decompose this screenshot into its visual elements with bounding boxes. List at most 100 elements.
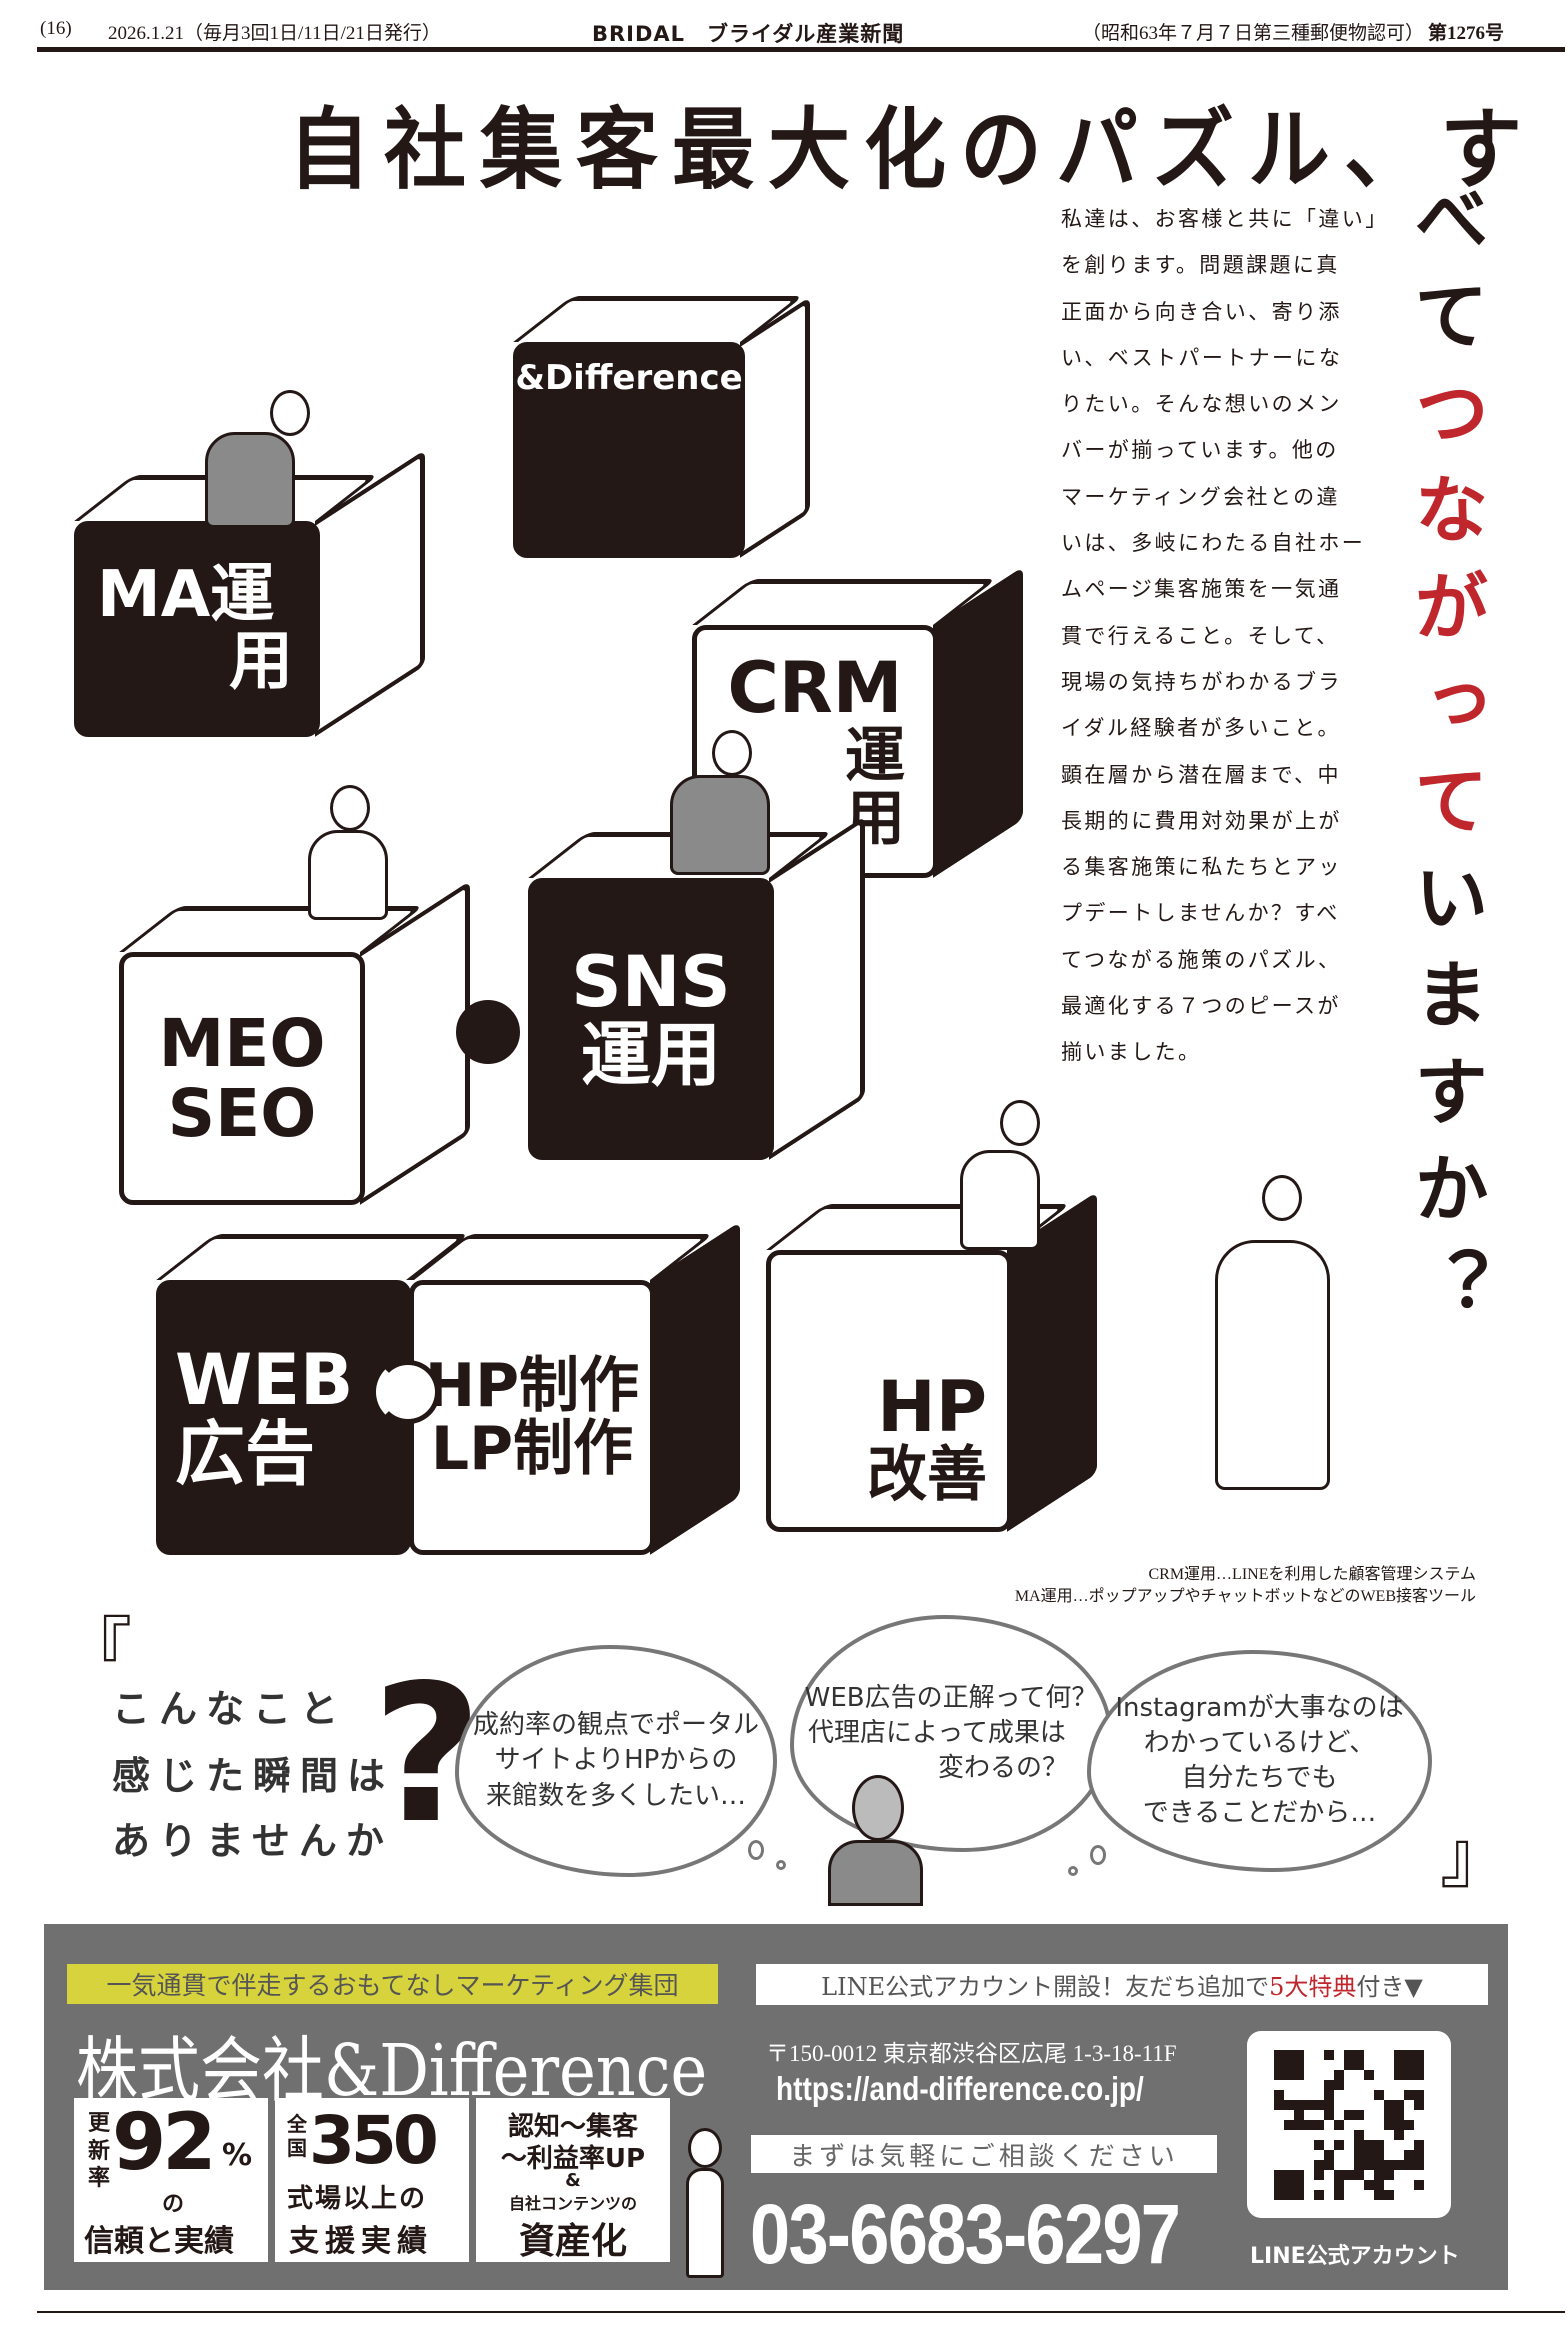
stat-renewal-rate: 更新率 92 % の 信頼と実績 xyxy=(74,2098,268,2262)
person-head xyxy=(1000,1100,1040,1146)
qr-module xyxy=(1294,2149,1304,2160)
qr-module xyxy=(1414,2189,1424,2200)
intro-line: イダル経験者が多いこと。 xyxy=(1061,716,1341,741)
qr-module xyxy=(1384,2119,1394,2130)
intro-line: 貫で行えること。そして、 xyxy=(1061,623,1340,648)
qr-module xyxy=(1324,2069,1334,2080)
qr-module xyxy=(1344,2059,1354,2070)
cloud-line: WEB広告の正解って何？ xyxy=(804,1682,1098,1713)
qr-module xyxy=(1384,2189,1394,2200)
qr-module xyxy=(1414,2089,1424,2100)
qr-module xyxy=(1304,2099,1314,2110)
qr-module xyxy=(1404,2149,1414,2160)
qr-module xyxy=(1294,2089,1304,2100)
cloud-line: わかっているけど、 xyxy=(1143,1727,1376,1758)
piece-label: SNS xyxy=(571,940,731,1023)
intro-line: ムページ集客施策を一気通 xyxy=(1061,577,1342,602)
qr-module xyxy=(1354,2099,1364,2110)
qr-module xyxy=(1374,2119,1384,2130)
qr-module xyxy=(1404,2159,1414,2170)
qr-module xyxy=(1304,2139,1314,2150)
qr-module xyxy=(1354,2089,1364,2100)
qr-module xyxy=(1314,2099,1324,2110)
qr-module xyxy=(1304,2189,1314,2200)
page-number: (16) xyxy=(40,18,72,39)
line-qr-code[interactable] xyxy=(1247,2031,1451,2218)
qr-module xyxy=(1384,2099,1394,2110)
qr-module xyxy=(1354,2159,1364,2170)
qr-module xyxy=(1404,2109,1414,2120)
qr-module xyxy=(1394,2149,1404,2160)
qr-module xyxy=(1344,2109,1354,2120)
qr-module xyxy=(1364,2099,1374,2110)
intro-line: 長期的に費用対効果が上が xyxy=(1061,808,1342,833)
qr-module xyxy=(1364,2109,1374,2120)
qr-module xyxy=(1284,2169,1294,2180)
intro-line: い、ベストパートナーにな xyxy=(1061,345,1343,370)
open-bracket: 『 xyxy=(62,1609,132,1691)
qr-module xyxy=(1404,2049,1414,2060)
question-line: 感じた瞬間は xyxy=(112,1754,395,1798)
intro-line: てつながる施策のパズル、 xyxy=(1061,947,1342,972)
qr-module xyxy=(1364,2089,1374,2100)
qr-module xyxy=(1344,2089,1354,2100)
stat-line: ～利益率UP xyxy=(500,2144,646,2174)
qr-module xyxy=(1334,2079,1344,2090)
headline-vertical-red: つながって xyxy=(1402,374,1488,859)
stat-label: 全国 xyxy=(287,2112,307,2160)
stat-label: 更新率 xyxy=(88,2111,111,2191)
cloud-line: 来館数を多くしたい… xyxy=(485,1780,746,1811)
website-link[interactable]: https://and-difference.co.jp/ xyxy=(776,2070,1144,2107)
qr-module xyxy=(1304,2069,1314,2080)
person-illustration xyxy=(205,432,295,528)
qr-module xyxy=(1394,2049,1404,2060)
qr-module xyxy=(1394,2179,1404,2190)
piece-label: 用 xyxy=(229,625,293,699)
qr-module xyxy=(1294,2169,1304,2180)
qr-module xyxy=(1284,2149,1294,2160)
thought-bubble xyxy=(748,1840,764,1860)
qr-module xyxy=(1364,2139,1374,2150)
qr-module xyxy=(1374,2139,1384,2150)
bottom-rule xyxy=(37,2311,1565,2313)
qr-module xyxy=(1284,2109,1294,2120)
qr-module xyxy=(1364,2189,1374,2200)
qr-module xyxy=(1284,2099,1294,2110)
phone-number[interactable]: 03-6683-6297 xyxy=(750,2187,1181,2281)
qr-module xyxy=(1304,2149,1314,2160)
qr-module xyxy=(1334,2189,1344,2200)
intro-line: 正面から向き合い、寄り添 xyxy=(1061,299,1342,324)
qr-module xyxy=(1314,2139,1324,2150)
qr-module xyxy=(1294,2109,1304,2120)
thought-cloud: 成約率の観点でポータル サイトよりHPからの 来館数を多くしたい… xyxy=(455,1645,777,1877)
issue-date: 2026.1.21（毎月3回1日/11日/21日発行） xyxy=(108,23,441,44)
piece-difference: &Difference xyxy=(513,296,810,558)
cloud-line: 変わるの？ xyxy=(937,1753,1068,1784)
qr-module xyxy=(1324,2119,1334,2130)
qr-module xyxy=(1334,2089,1344,2100)
piece-label: SEO xyxy=(167,1074,317,1152)
qr-module xyxy=(1294,2119,1304,2130)
qr-module xyxy=(1374,2089,1384,2100)
qr-module xyxy=(1394,2139,1404,2150)
piece-label: 広告 xyxy=(175,1412,315,1495)
qr-module xyxy=(1314,2089,1324,2100)
qr-module xyxy=(1394,2089,1404,2100)
thought-bubble xyxy=(1068,1866,1078,1876)
piece-label: 運 xyxy=(845,721,905,792)
piece-label: WEB xyxy=(175,1339,354,1421)
qr-module xyxy=(1374,2049,1384,2060)
qr-module xyxy=(1384,2179,1394,2190)
intro-line: る集客施策に私たちとアッ xyxy=(1061,855,1342,880)
headline-vertical-post: いますか？ xyxy=(1402,859,1488,1344)
qr-module xyxy=(1344,2169,1354,2180)
qr-module xyxy=(1394,2059,1404,2070)
qr-module xyxy=(1344,2049,1354,2060)
qr-module xyxy=(1274,2059,1284,2070)
qr-module xyxy=(1354,2059,1364,2070)
qr-module xyxy=(1284,2129,1294,2140)
intro-line: 現場の気持ちがわかるブラ xyxy=(1061,669,1342,694)
qr-module xyxy=(1324,2079,1334,2090)
qr-module xyxy=(1324,2049,1334,2060)
